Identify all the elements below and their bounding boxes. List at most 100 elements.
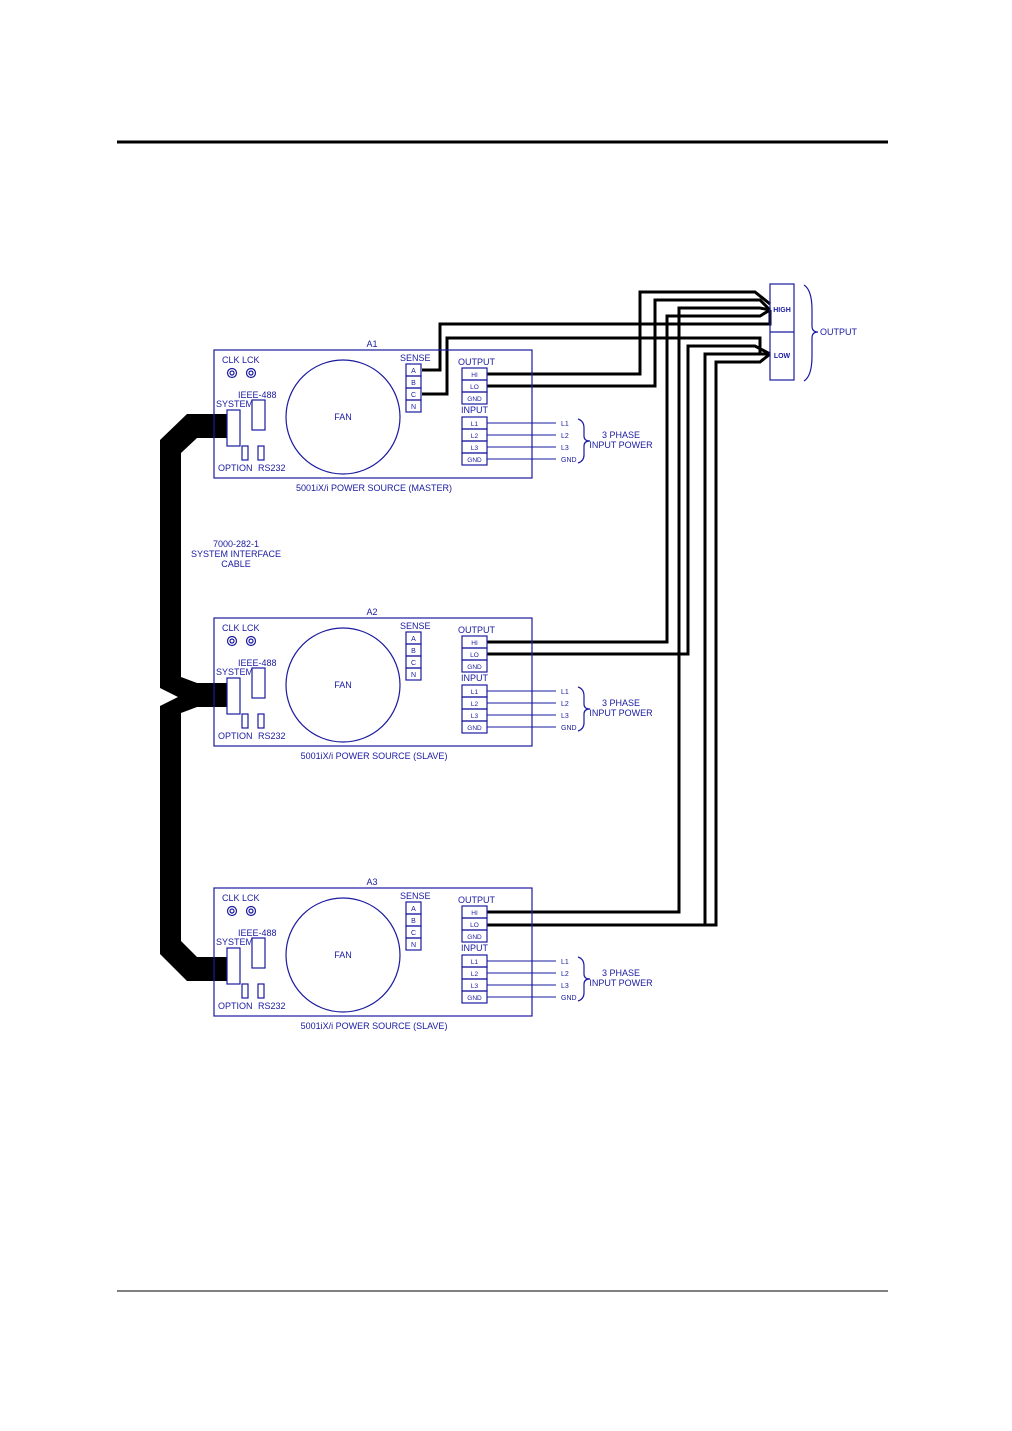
output-terminal	[461, 659, 488, 673]
option-label: OPTION	[218, 731, 253, 741]
phase-label-2: INPUT POWER	[589, 708, 653, 718]
ieee-488-label: IEEE-488	[238, 390, 277, 400]
output-terminal-label: HI	[471, 910, 478, 917]
input-terminal-label: GND	[467, 725, 482, 732]
ieee-488-connector	[251, 399, 266, 431]
output-label: OUTPUT	[458, 895, 496, 905]
output-terminal-label: HI	[471, 372, 478, 379]
system-label: SYSTEM	[216, 937, 253, 947]
unit-designator: A3	[366, 877, 377, 887]
clk-connector-icon	[226, 635, 238, 647]
input-terminal-label: L2	[471, 971, 479, 978]
lck-label: LCK	[242, 355, 260, 365]
phase-label-1: 3 PHASE	[602, 430, 640, 440]
system-label: SYSTEM	[216, 399, 253, 409]
phase-brace-icon	[577, 686, 591, 732]
clk-label: CLK	[222, 623, 240, 633]
cable-part-number: 7000-282-1	[213, 539, 259, 549]
output-low-label: LOW	[774, 353, 791, 360]
input-label: INPUT	[461, 673, 489, 683]
output-label: OUTPUT	[458, 357, 496, 367]
sense-terminal	[405, 667, 422, 681]
phase-label-1: 3 PHASE	[602, 698, 640, 708]
sense-terminal-label: N	[411, 672, 416, 679]
output-terminal	[461, 929, 488, 943]
lck-label: LCK	[242, 893, 260, 903]
sense-terminal-label: C	[411, 930, 416, 937]
clk-connector-icon	[226, 367, 238, 379]
lck-connector-inner-icon	[248, 638, 254, 644]
unit-chassis	[213, 887, 533, 1017]
input-line-label: L1	[561, 959, 569, 966]
sense-terminal-label: C	[411, 392, 416, 399]
output-block-label: OUTPUT	[820, 327, 858, 337]
system-interface-cable	[160, 414, 227, 981]
output-wiring	[422, 290, 772, 927]
clk-label: CLK	[222, 355, 240, 365]
clk-connector-inner-icon	[229, 638, 235, 644]
input-line-label: L3	[561, 713, 569, 720]
output-terminal-label: GND	[467, 934, 482, 941]
output-high-label: HIGH	[773, 307, 791, 314]
fan-label: FAN	[334, 680, 352, 690]
ieee-488-connector	[251, 937, 266, 969]
unit-chassis	[213, 349, 533, 479]
fan-label: FAN	[334, 412, 352, 422]
input-terminal-label: L3	[471, 713, 479, 720]
input-line-label: L3	[561, 445, 569, 452]
output-label: OUTPUT	[458, 625, 496, 635]
lck-label: LCK	[242, 623, 260, 633]
input-line-label: GND	[561, 457, 577, 464]
fan-icon	[285, 359, 401, 475]
rs232-label: RS232	[258, 463, 286, 473]
lck-connector-icon	[245, 905, 257, 917]
input-line-label: GND	[561, 995, 577, 1002]
option-label: OPTION	[218, 1001, 253, 1011]
sense-terminal-label: C	[411, 660, 416, 667]
input-terminal-label: L3	[471, 983, 479, 990]
input-terminal-label: GND	[467, 457, 482, 464]
system-connector	[226, 677, 241, 715]
sense-terminal-label: N	[411, 942, 416, 949]
unit-caption: 5001iX/i POWER SOURCE (SLAVE)	[301, 1021, 448, 1031]
unit-chassis	[213, 617, 533, 747]
option-connector	[241, 713, 249, 729]
clk-connector-inner-icon	[229, 370, 235, 376]
input-line-label: L1	[561, 421, 569, 428]
sense-terminal	[405, 937, 422, 951]
sense-terminal-label: B	[411, 918, 416, 925]
fan-icon	[285, 627, 401, 743]
clk-connector-icon	[226, 905, 238, 917]
phase-label-2: INPUT POWER	[589, 440, 653, 450]
ieee-488-label: IEEE-488	[238, 928, 277, 938]
phase-brace-icon	[577, 956, 591, 1002]
rs232-connector	[257, 445, 265, 461]
input-line-label: L2	[561, 433, 569, 440]
unit-designator: A2	[366, 607, 377, 617]
rs232-label: RS232	[258, 731, 286, 741]
phase-brace-icon	[577, 418, 591, 464]
sense-terminal-label: N	[411, 404, 416, 411]
ieee-488-connector	[251, 667, 266, 699]
input-terminal-label: L1	[471, 689, 479, 696]
sense-label: SENSE	[400, 353, 431, 363]
lck-connector-inner-icon	[248, 908, 254, 914]
input-line-label: L2	[561, 971, 569, 978]
fan-label: FAN	[334, 950, 352, 960]
rs232-connector	[257, 713, 265, 729]
system-label: SYSTEM	[216, 667, 253, 677]
clk-connector-inner-icon	[229, 908, 235, 914]
sense-terminal-label: B	[411, 380, 416, 387]
output-terminal-label: LO	[470, 384, 479, 391]
input-line-label: L1	[561, 689, 569, 696]
rs232-connector	[257, 983, 265, 999]
sense-label: SENSE	[400, 621, 431, 631]
output-terminal-label: LO	[470, 922, 479, 929]
rs232-label: RS232	[258, 1001, 286, 1011]
output-terminal-block: HIGH LOW OUTPUT	[769, 283, 858, 382]
sense-terminal-label: A	[411, 906, 416, 913]
